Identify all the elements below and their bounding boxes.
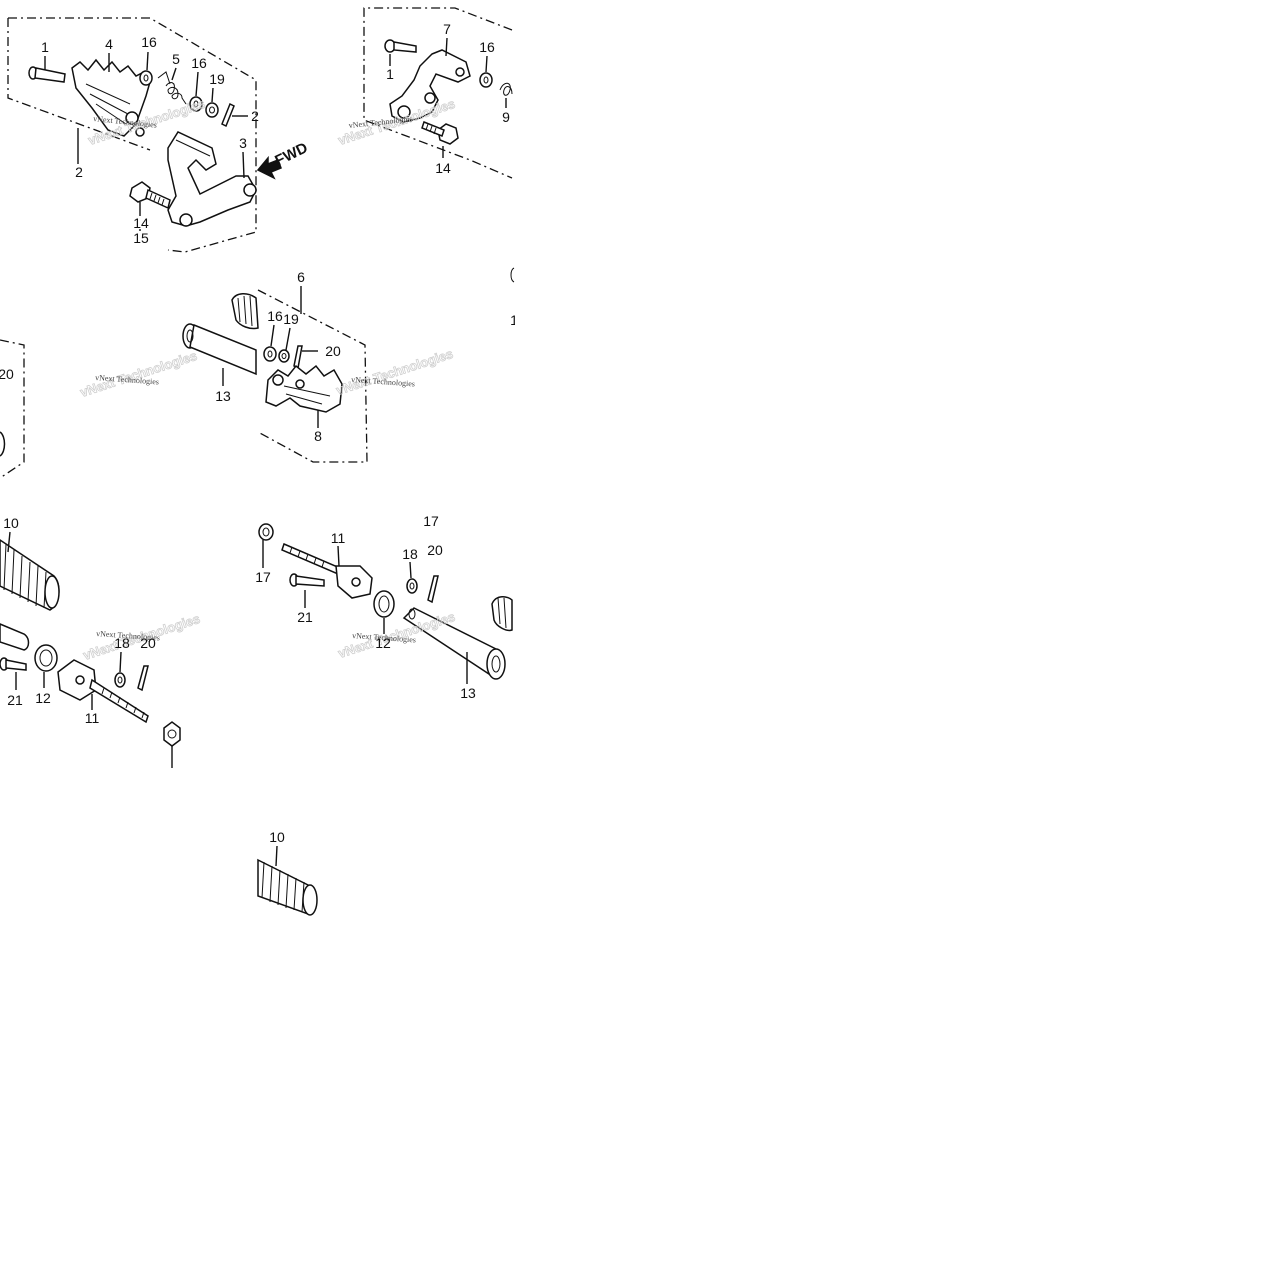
washer-19-a [205, 102, 219, 118]
bracket-3 [167, 131, 257, 227]
label-part-20-left: 20 [0, 366, 14, 382]
label-part-1-cropped: 1 [510, 312, 518, 328]
cotter-pin-20-d [427, 575, 439, 604]
pivot-pin-13-b [402, 607, 506, 680]
label-part-17: 17 [423, 513, 439, 529]
cotter-pin-20-c [137, 665, 149, 692]
washer-19-b [278, 349, 290, 363]
left-edge-parts [0, 431, 181, 747]
pin-21-b [289, 573, 325, 587]
svg-text:vNext Technologies: vNext Technologies [95, 373, 159, 386]
label-part-5: 5 [172, 51, 180, 67]
rubber-10-b [257, 858, 318, 916]
label-part-10: 10 [3, 515, 19, 531]
label-part-1: 1 [386, 66, 394, 82]
label-part-20: 20 [140, 635, 156, 651]
cotter-pin-20-b [293, 345, 303, 370]
label-part-3: 3 [239, 135, 247, 151]
label-part-20: 20 [325, 343, 341, 359]
fwd-arrow [256, 155, 282, 180]
label-part-13: 13 [215, 388, 231, 404]
footpeg-8 [265, 364, 343, 413]
washer-16-b [189, 96, 203, 112]
clevis-bolt-11-b [281, 542, 373, 599]
middle-assembly [182, 293, 343, 413]
footpeg-rubber-partial [231, 293, 259, 330]
left-edge-pin [0, 623, 30, 651]
pivot-pin-13-a [182, 323, 257, 376]
label-part-9: 9 [502, 109, 510, 125]
nut-17-b [258, 523, 274, 541]
label-part-2: 2 [75, 164, 83, 180]
washer-16-d [263, 346, 277, 362]
label-part-12: 12 [35, 690, 51, 706]
washer-18-a [114, 672, 126, 688]
washer-12-a [34, 644, 58, 672]
label-part-8: 8 [314, 428, 322, 444]
label-part-19: 19 [209, 71, 225, 87]
washer-12-b [373, 590, 395, 618]
pin-1-top-left [28, 66, 66, 83]
svg-text:vNext Technologies: vNext Technologies [351, 375, 415, 388]
label-part-7: 7 [443, 21, 451, 37]
svg-text:vNext Technologies: vNext Technologies [352, 631, 416, 644]
label-part-14: 14 [435, 160, 451, 176]
label-part-16: 16 [191, 55, 207, 71]
label-part-21: 21 [297, 609, 313, 625]
bracket-7 [389, 49, 471, 123]
top-right-assembly [384, 39, 513, 145]
label-part-16: 16 [141, 34, 157, 50]
label-part-15: 15 [133, 230, 149, 246]
lower-middle-assembly [258, 523, 513, 680]
washer-16-a [139, 70, 153, 86]
label-part-11: 11 [331, 530, 346, 546]
rubber-partial-right [491, 596, 513, 632]
label-part-1: 1 [41, 39, 49, 55]
label-part-19: 19 [283, 311, 299, 327]
pin-1-top-right [384, 39, 417, 53]
label-part-18: 18 [114, 635, 130, 651]
label-part-14: 14 [133, 215, 149, 231]
label-part-21: 21 [7, 692, 23, 708]
label-part-16: 16 [479, 39, 495, 55]
label-part-6: 6 [297, 269, 305, 285]
label-part-16: 16 [267, 308, 283, 324]
footpeg-4 [71, 58, 151, 137]
label-part-20-cropped: 2 [251, 108, 259, 124]
clevis-bolt-11-a [57, 659, 149, 724]
label-part-20: 20 [427, 542, 443, 558]
bolt-14-b [421, 121, 459, 145]
label-part-10: 10 [269, 829, 285, 845]
fwd-label: FWD [272, 139, 310, 169]
leader-lines [7, 37, 507, 867]
svg-text:vNext Technologies: vNext Technologies [334, 346, 455, 398]
label-part-18: 18 [402, 546, 418, 562]
washer-18-b [406, 578, 418, 594]
left-edge-washer [0, 431, 6, 457]
outline-top-left [8, 17, 257, 253]
top-left-assembly [28, 58, 282, 227]
nut-17-a [163, 721, 181, 747]
label-part-12: 12 [375, 635, 391, 651]
washer-16-c [479, 72, 493, 88]
rubber-10-a [0, 539, 60, 611]
svg-text:vNext Technologies: vNext Technologies [96, 629, 160, 642]
label-part-4: 4 [105, 36, 113, 52]
right-edge-fragments [510, 267, 515, 283]
spring-5 [157, 71, 187, 105]
cotter-pin-20-a [221, 102, 235, 128]
outline-middle [257, 289, 368, 463]
blank-area [515, 0, 1285, 1285]
pin-21-a [0, 657, 27, 671]
label-part-17: 17 [255, 569, 271, 585]
label-part-13: 13 [460, 685, 476, 701]
label-part-11: 11 [85, 710, 100, 726]
bolt-14-a [129, 181, 171, 210]
section-outlines [0, 7, 513, 479]
outline-left-edge [0, 339, 25, 479]
outline-top-right [363, 7, 513, 179]
spring-9 [499, 82, 513, 96]
